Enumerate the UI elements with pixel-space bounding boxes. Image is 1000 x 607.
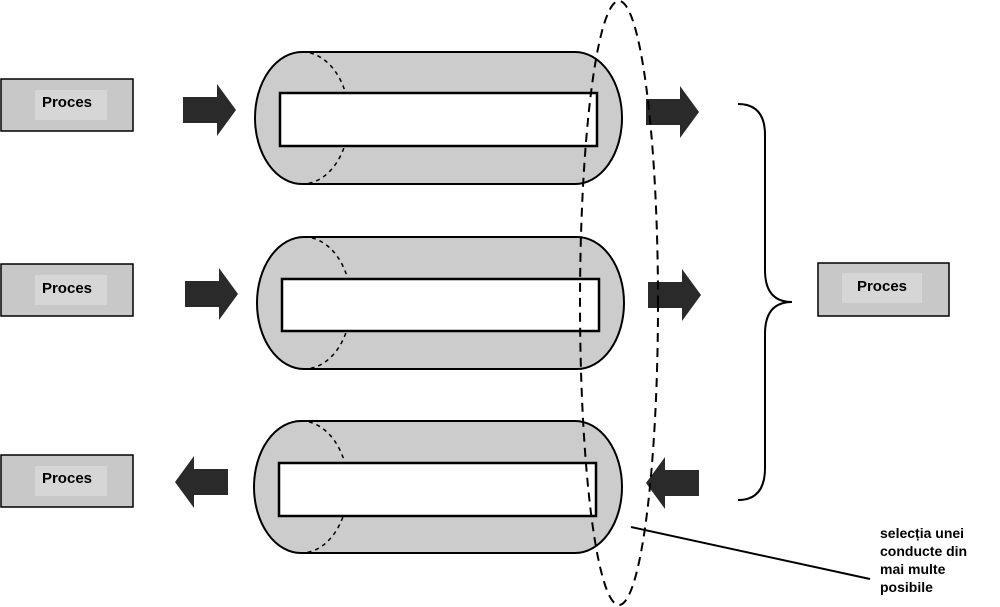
arrow-left-icon: [175, 456, 228, 508]
process-label: Proces: [42, 470, 92, 487]
process-label: Proces: [42, 280, 92, 297]
annotation-line: posibile: [880, 579, 933, 595]
annotation-line: selecția unei: [880, 525, 965, 541]
arrow-right-icon: [646, 86, 699, 138]
pipe-top: [254, 51, 623, 185]
annotation-line: mai multe: [880, 561, 946, 577]
selection-annotation: selecția unei conducte din mai multe pos…: [880, 524, 995, 596]
process-label: Proces: [857, 278, 907, 295]
process-box-right: Proces: [817, 262, 950, 317]
process-box-left-bottom: Proces: [0, 454, 134, 508]
arrow-left-icon: [646, 457, 699, 509]
arrow-right-icon: [648, 269, 701, 321]
curly-brace: [737, 103, 793, 501]
arrow-right-icon: [185, 268, 238, 320]
process-label: Proces: [42, 94, 92, 111]
pipe-middle: [256, 236, 625, 370]
pipe-bottom: [253, 420, 623, 554]
process-box-left-top: Proces: [0, 78, 134, 132]
process-box-left-middle: Proces: [0, 263, 134, 317]
annotation-pointer-line: [630, 526, 871, 580]
arrow-right-icon: [183, 84, 236, 136]
selection-ellipse: [579, 0, 659, 606]
annotation-line: conducte din: [880, 543, 968, 559]
